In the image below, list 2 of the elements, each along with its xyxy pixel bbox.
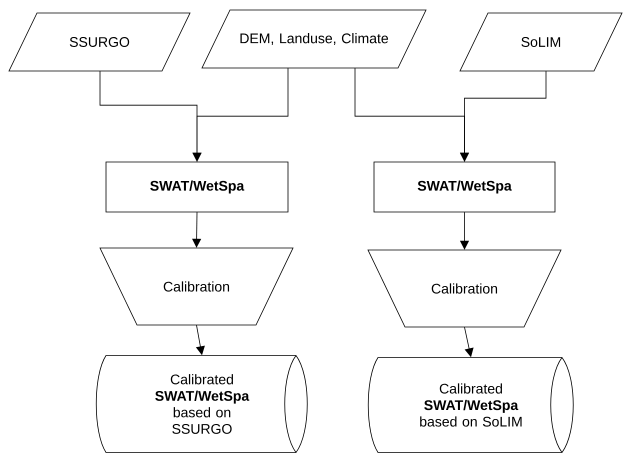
process-box: SWAT/WetSpa <box>374 162 556 212</box>
process-box: SWAT/WetSpa <box>106 162 288 212</box>
